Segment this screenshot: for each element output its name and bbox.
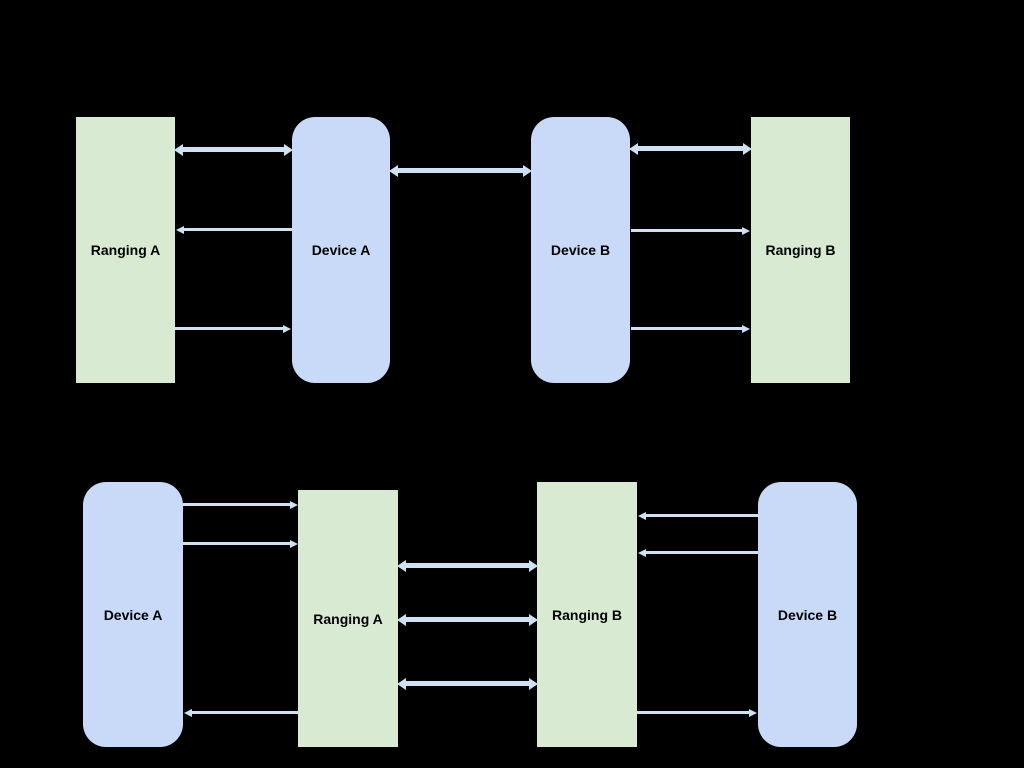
arrow-device-a-to-ranging-a-1: [183, 503, 290, 506]
node-device-b-top: Device B: [531, 117, 630, 383]
arrow-ranging-a-ranging-b-bidirectional-1: [406, 563, 529, 568]
node-label: Device B: [550, 242, 611, 258]
node-label: Device A: [311, 242, 371, 258]
node-device-a-top: Device A: [292, 117, 390, 383]
node-label: Device B: [777, 606, 838, 623]
arrow-device-b-to-ranging-b-1: [631, 229, 742, 232]
node-label: Ranging B: [765, 242, 836, 258]
arrow-device-b-to-ranging-b-2: [631, 327, 742, 330]
arrow-ranging-a-device-a-bidirectional: [183, 147, 284, 152]
node-ranging-b-bottom: Ranging B: [537, 482, 637, 747]
node-ranging-a-top: Ranging A: [76, 117, 175, 383]
node-ranging-b-top: Ranging B: [751, 117, 850, 383]
arrow-device-b-to-ranging-b-bottom-2: [646, 551, 758, 554]
arrow-device-a-to-ranging-a-2: [183, 542, 290, 545]
node-device-b-bottom: Device B: [758, 482, 857, 747]
node-label: Ranging A: [90, 242, 161, 258]
node-label: Ranging A: [313, 610, 383, 627]
arrow-ranging-a-ranging-b-bidirectional-3: [406, 681, 529, 686]
node-label: Device A: [103, 606, 163, 623]
arrow-device-b-ranging-b-bidirectional: [638, 146, 743, 151]
arrow-ranging-a-ranging-b-bidirectional-2: [406, 617, 529, 622]
node-ranging-a-bottom: Ranging A: [298, 490, 398, 747]
arrow-ranging-a-to-device-a-bottom: [192, 711, 298, 714]
node-device-a-bottom: Device A: [83, 482, 183, 747]
arrow-ranging-a-to-device-a: [175, 327, 283, 330]
arrow-device-b-to-ranging-b-bottom-1: [646, 514, 758, 517]
arrow-device-a-device-b-bidirectional: [398, 168, 523, 173]
arrow-device-a-to-ranging-a: [184, 228, 292, 231]
node-label: Ranging B: [552, 606, 622, 623]
arrow-ranging-b-to-device-b-bottom: [637, 711, 749, 714]
